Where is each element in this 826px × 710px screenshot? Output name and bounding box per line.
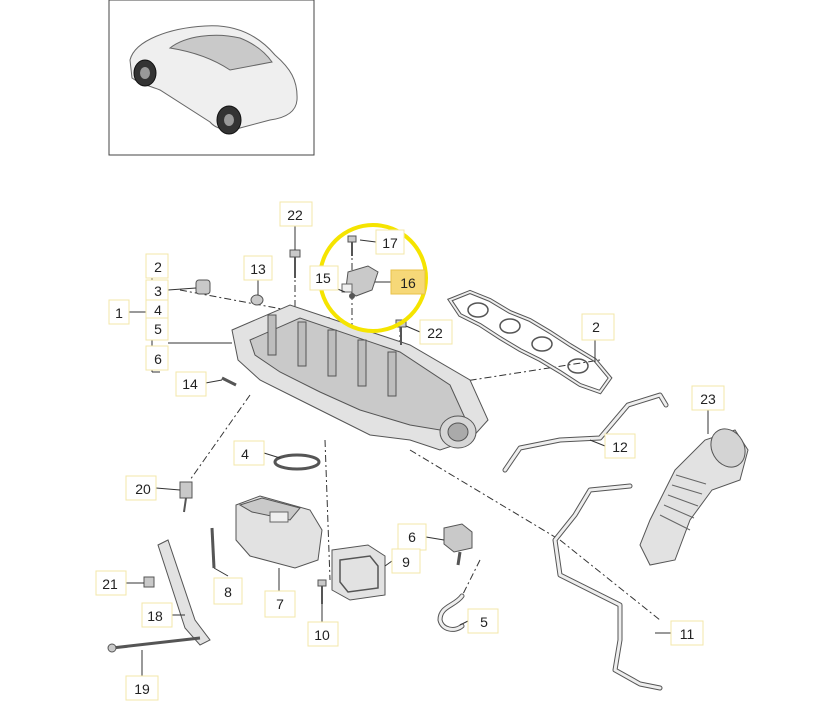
svg-text:8: 8 xyxy=(224,584,232,600)
svg-text:16: 16 xyxy=(400,275,416,291)
svg-text:17: 17 xyxy=(382,235,398,251)
svg-text:23: 23 xyxy=(700,391,716,407)
callout-19[interactable]: 19 xyxy=(125,675,159,701)
callout-5-group[interactable]: 5 xyxy=(145,317,169,341)
callout-23[interactable]: 23 xyxy=(691,385,725,411)
actuator-part-7 xyxy=(235,495,323,569)
svg-text:11: 11 xyxy=(680,626,695,642)
seal-ring-part-4 xyxy=(273,453,321,471)
svg-text:18: 18 xyxy=(147,608,163,624)
callout-18[interactable]: 18 xyxy=(141,602,173,628)
plug-part-3 xyxy=(195,279,211,295)
svg-text:7: 7 xyxy=(276,596,284,612)
callout-6-valve[interactable]: 6 xyxy=(397,523,427,551)
callout-20[interactable]: 20 xyxy=(125,475,157,501)
svg-text:3: 3 xyxy=(154,283,162,299)
callout-8[interactable]: 8 xyxy=(213,577,243,605)
valve-part-6 xyxy=(443,523,473,566)
pin-part-8 xyxy=(210,527,216,569)
svg-text:2: 2 xyxy=(154,259,162,275)
callout-12[interactable]: 12 xyxy=(604,433,636,459)
callout-2-gasket[interactable]: 2 xyxy=(581,313,615,341)
svg-text:5: 5 xyxy=(154,321,162,337)
vehicle-thumbnail xyxy=(108,0,315,156)
svg-text:4: 4 xyxy=(241,446,249,462)
sensor-part-16[interactable] xyxy=(341,265,379,299)
callout-7[interactable]: 7 xyxy=(264,590,296,618)
callout-3[interactable]: 3 xyxy=(145,279,169,301)
svg-text:6: 6 xyxy=(154,351,162,367)
svg-text:6: 6 xyxy=(408,529,416,545)
svg-text:2: 2 xyxy=(592,319,600,335)
pipe-part-12 xyxy=(502,392,669,473)
svg-text:22: 22 xyxy=(427,325,443,341)
air-duct-part-23 xyxy=(639,428,749,566)
callout-10[interactable]: 10 xyxy=(307,621,339,647)
svg-text:5: 5 xyxy=(480,614,488,630)
car-window xyxy=(168,34,273,71)
svg-text:10: 10 xyxy=(314,627,330,643)
svg-text:13: 13 xyxy=(250,261,266,277)
callout-9[interactable]: 9 xyxy=(391,548,421,574)
intake-manifold xyxy=(231,304,489,451)
callout-1[interactable]: 1 xyxy=(108,299,130,325)
gasket-part-9 xyxy=(331,544,386,601)
callout-5-hose[interactable]: 5 xyxy=(467,608,499,634)
svg-text:20: 20 xyxy=(135,481,151,497)
callout-11[interactable]: 11 xyxy=(670,620,704,646)
bolt-part-14 xyxy=(221,376,237,387)
bolt-part-10 xyxy=(317,579,327,604)
hose-part-5 xyxy=(437,593,465,632)
callout-2-group[interactable]: 2 xyxy=(145,253,169,279)
callout-22-top[interactable]: 22 xyxy=(279,201,313,227)
callout-13[interactable]: 13 xyxy=(243,255,273,281)
svg-text:19: 19 xyxy=(134,681,150,697)
callout-21[interactable]: 21 xyxy=(95,570,127,596)
svg-text:4: 4 xyxy=(154,302,162,318)
svg-text:15: 15 xyxy=(315,270,331,286)
svg-text:21: 21 xyxy=(102,576,118,592)
svg-text:12: 12 xyxy=(612,439,628,455)
clip-part-20 xyxy=(179,481,193,513)
bolt-part-19 xyxy=(107,636,201,653)
cap-part-13 xyxy=(250,294,264,306)
callout-15[interactable]: 15 xyxy=(309,265,339,291)
callout-6-group[interactable]: 6 xyxy=(145,345,169,371)
callout-22-right[interactable]: 22 xyxy=(419,319,453,345)
bolt-part-17 xyxy=(347,235,357,256)
callouts: 1 2 3 4 5 6 13 14 xyxy=(95,201,725,701)
manifold-gasket xyxy=(446,289,613,395)
nut-part-21 xyxy=(143,576,155,588)
callout-4-group[interactable]: 4 xyxy=(145,299,169,321)
bracket-part-18 xyxy=(157,539,211,646)
svg-text:9: 9 xyxy=(402,554,410,570)
svg-text:1: 1 xyxy=(115,305,123,321)
callout-17[interactable]: 17 xyxy=(375,229,405,255)
svg-text:14: 14 xyxy=(182,376,198,392)
callout-14[interactable]: 14 xyxy=(175,371,207,397)
svg-text:22: 22 xyxy=(287,207,303,223)
pipe-part-11 xyxy=(552,483,663,691)
callout-4-seal[interactable]: 4 xyxy=(233,440,265,466)
callout-16[interactable]: 16 xyxy=(390,269,426,295)
